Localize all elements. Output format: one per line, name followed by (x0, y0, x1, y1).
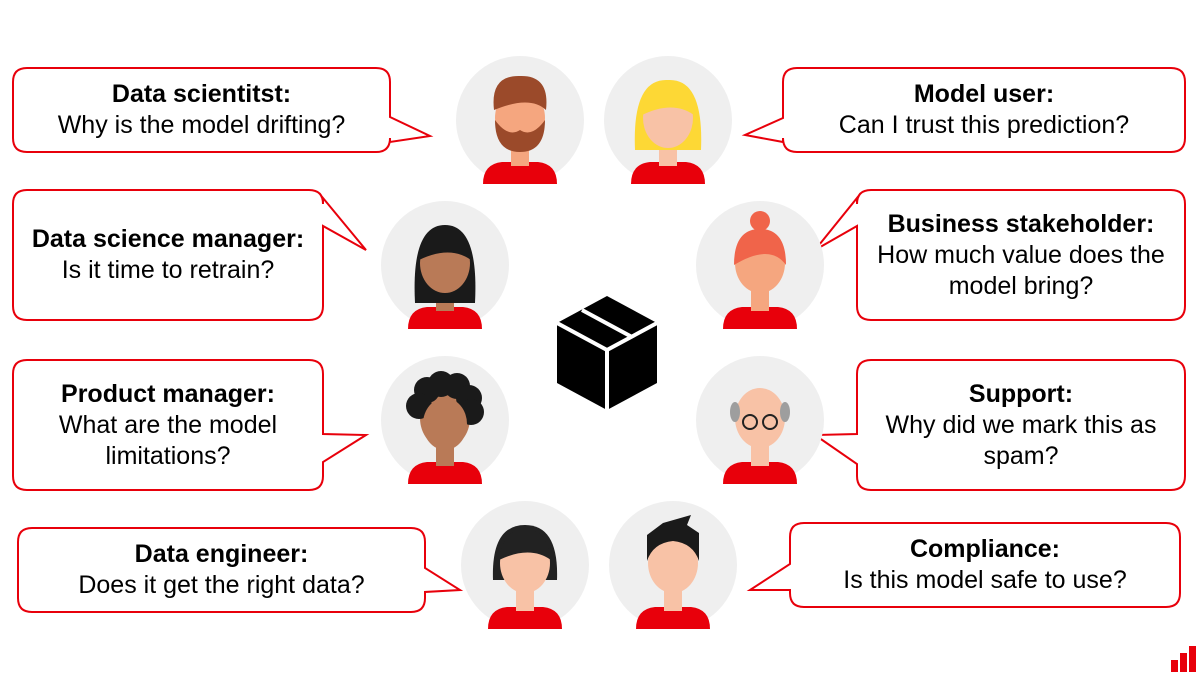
speech-bubble (12, 359, 370, 491)
stakeholder-question: Data scientitst: Why is the model driftin… (25, 68, 378, 152)
speech-bubble (17, 527, 464, 613)
face (648, 533, 698, 593)
speech-bubble (746, 522, 1181, 608)
stakeholder-question: Data engineer: Does it get the right data… (30, 528, 413, 612)
face (735, 388, 785, 448)
avatar-beard (456, 56, 584, 184)
avatar-bun (696, 201, 824, 329)
avatar-long-dark (381, 201, 509, 329)
speech-bubble (12, 189, 367, 321)
stakeholder-question: Product manager:What are the model limit… (25, 360, 311, 490)
shirt (723, 307, 797, 329)
avatar-curly (381, 356, 509, 484)
stakeholder-question: Data science manager: Is it time to retra… (25, 190, 311, 320)
stakeholder-role: Data engineer: (134, 540, 309, 568)
stakeholder-role: Business stakeholder: (887, 209, 1155, 238)
stakeholder-question-text: Is it time to retrain? (61, 256, 275, 284)
stakeholder-role: Data science manager: (31, 225, 305, 253)
stakeholder-role: Product manager: (61, 379, 275, 408)
shirt (408, 462, 482, 484)
stakeholder-role: Compliance: (909, 535, 1061, 563)
avatar-bald (696, 356, 824, 484)
shirt (483, 162, 557, 184)
speech-bubble (741, 67, 1186, 153)
avatar-bob (461, 501, 589, 629)
stakeholder-role: Support: (968, 379, 1074, 408)
stakeholder-question-text: Is this model safe to use? (843, 566, 1127, 594)
glasses-icon (742, 414, 758, 430)
avatar-blonde (604, 56, 732, 184)
stakeholder-role: Model user: (913, 80, 1055, 108)
avatar-spiky (609, 501, 737, 629)
stakeholder-role: Data scientitst: (111, 80, 292, 108)
box-icon (556, 296, 658, 410)
shirt (631, 162, 705, 184)
shirt (488, 607, 562, 629)
stakeholder-question: Compliance: Is this model safe to use? (802, 523, 1168, 607)
stakeholder-question-text: Why is the model drifting? (57, 111, 346, 139)
stakeholder-question-text: Can I trust this prediction? (838, 111, 1130, 139)
speech-bubble (12, 67, 434, 153)
stakeholder-question: Model user: Can I trust this prediction? (795, 68, 1173, 152)
stakeholder-question: Business stakeholder:How much value does… (869, 190, 1173, 320)
shirt (408, 307, 482, 329)
stakeholder-question-text: Does it get the right data? (78, 571, 365, 599)
stakeholder-question-text: What are the model limitations? (58, 410, 278, 470)
speech-bubble (814, 189, 1186, 321)
shirt (723, 462, 797, 484)
bar-chart-logo-icon (1171, 646, 1196, 672)
stakeholder-question: Support:Why did we mark this as spam? (869, 360, 1173, 490)
speech-bubble (811, 359, 1186, 491)
shirt (636, 607, 710, 629)
stakeholder-question-text: Why did we mark this as spam? (885, 410, 1157, 470)
stakeholder-question-text: How much value does the model bring? (877, 240, 1165, 300)
